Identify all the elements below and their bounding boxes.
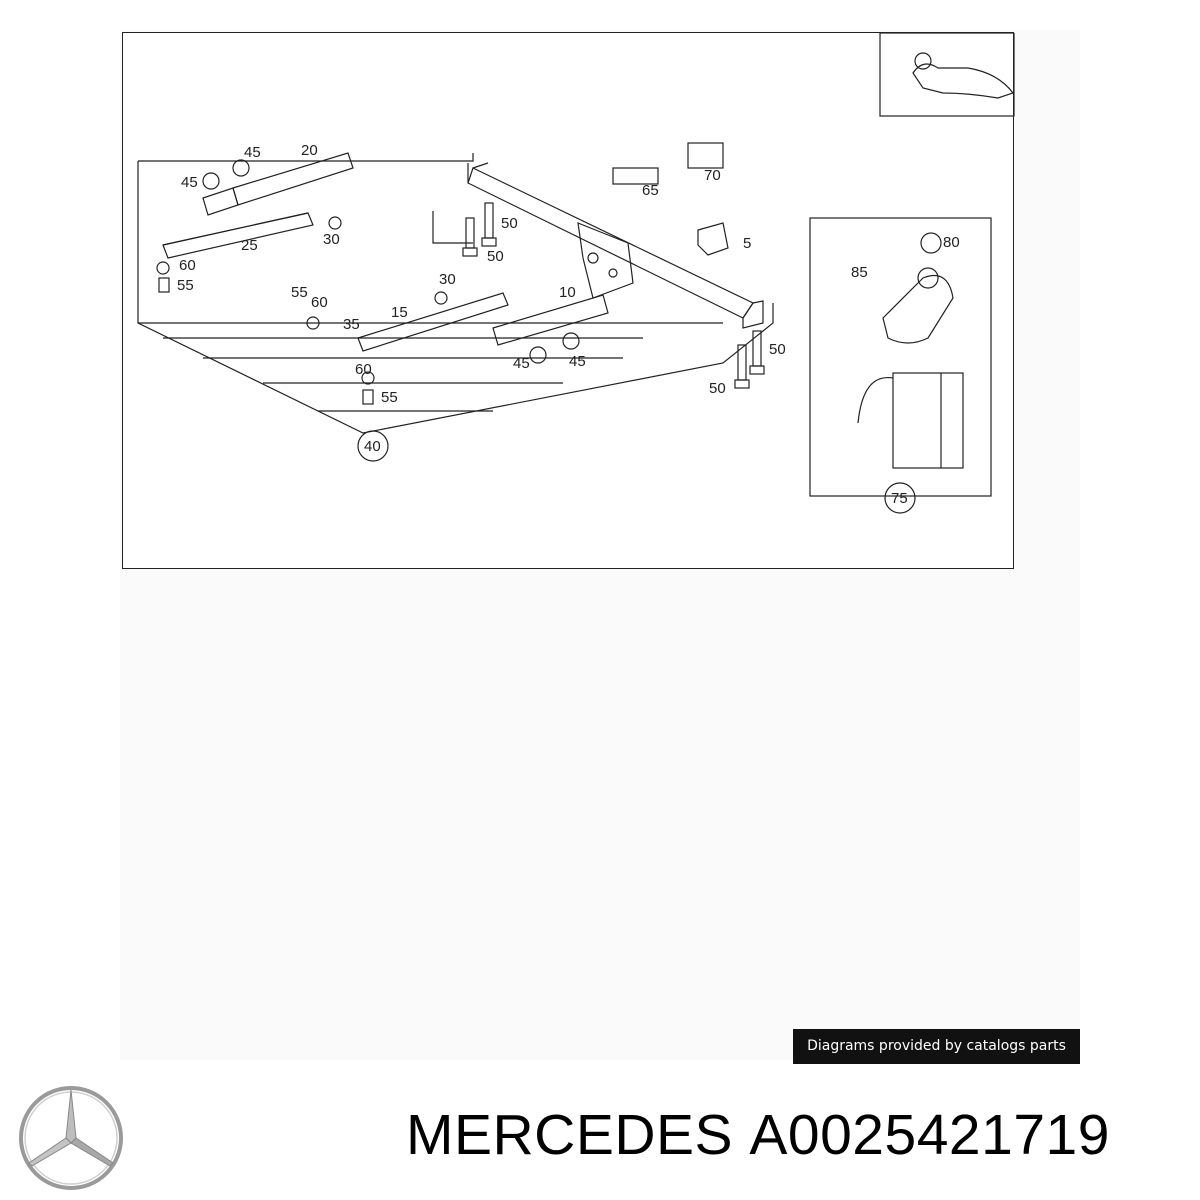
label-15: 15	[391, 304, 408, 321]
label-35: 35	[343, 316, 360, 333]
manual-booklet	[892, 372, 964, 469]
label-40: 40	[364, 438, 381, 455]
tow-ball-85	[882, 274, 954, 344]
label-55: 55	[381, 389, 398, 406]
arm-part-25	[162, 212, 314, 259]
inset-tow-ball-kit	[809, 217, 992, 497]
label-50: 50	[709, 380, 726, 397]
bolt-group	[158, 202, 765, 405]
label-85: 85	[851, 264, 868, 281]
label-60: 60	[179, 257, 196, 274]
label-55: 55	[177, 277, 194, 294]
arm-part-15	[357, 292, 509, 352]
label-55: 55	[291, 284, 308, 301]
label-plate-70	[687, 142, 724, 169]
label-plate-65	[612, 167, 659, 185]
label-60: 60	[311, 294, 328, 311]
label-20: 20	[301, 142, 318, 159]
diagram-credit-banner: Diagrams provided by catalogs parts	[793, 1029, 1080, 1064]
label-30: 30	[323, 231, 340, 248]
label-50: 50	[769, 341, 786, 358]
label-25: 25	[241, 237, 258, 254]
nut-group	[156, 159, 580, 385]
label-50: 50	[487, 248, 504, 265]
ball-cap-80	[920, 232, 942, 254]
label-45: 45	[244, 144, 261, 161]
floor-outline	[137, 161, 774, 434]
main-crossbeam	[467, 167, 754, 319]
label-50: 50	[501, 215, 518, 232]
center-bracket	[577, 222, 634, 299]
brand-part-heading: MERCEDES A0025421719	[406, 1102, 1110, 1168]
label-45: 45	[513, 355, 530, 372]
label-45: 45	[181, 174, 198, 191]
exploded-view-drawing: 45 45 20 25 30 60 55 50 50 30 55 60 15 1…	[137, 33, 1015, 514]
brand-name: MERCEDES	[406, 1103, 734, 1167]
label-75: 75	[891, 490, 908, 507]
plate-part-5	[697, 222, 729, 256]
label-70: 70	[704, 167, 721, 184]
part-number: A0025421719	[749, 1103, 1110, 1167]
parts-diagram: 45 45 20 25 30 60 55 50 50 30 55 60 15 1…	[122, 32, 1015, 569]
arm-part-10	[492, 294, 609, 346]
label-45: 45	[569, 353, 586, 370]
inset-tow-ball-cap	[879, 33, 1015, 117]
label-65: 65	[642, 182, 659, 199]
label-10: 10	[559, 284, 576, 301]
label-30: 30	[439, 271, 456, 288]
label-80: 80	[943, 234, 960, 251]
callout-40	[357, 430, 389, 462]
label-60: 60	[355, 361, 372, 378]
mercedes-star-icon	[19, 1086, 123, 1190]
label-5: 5	[743, 235, 751, 252]
callout-75	[884, 482, 916, 514]
tow-ball-cap-icon	[912, 63, 1014, 99]
